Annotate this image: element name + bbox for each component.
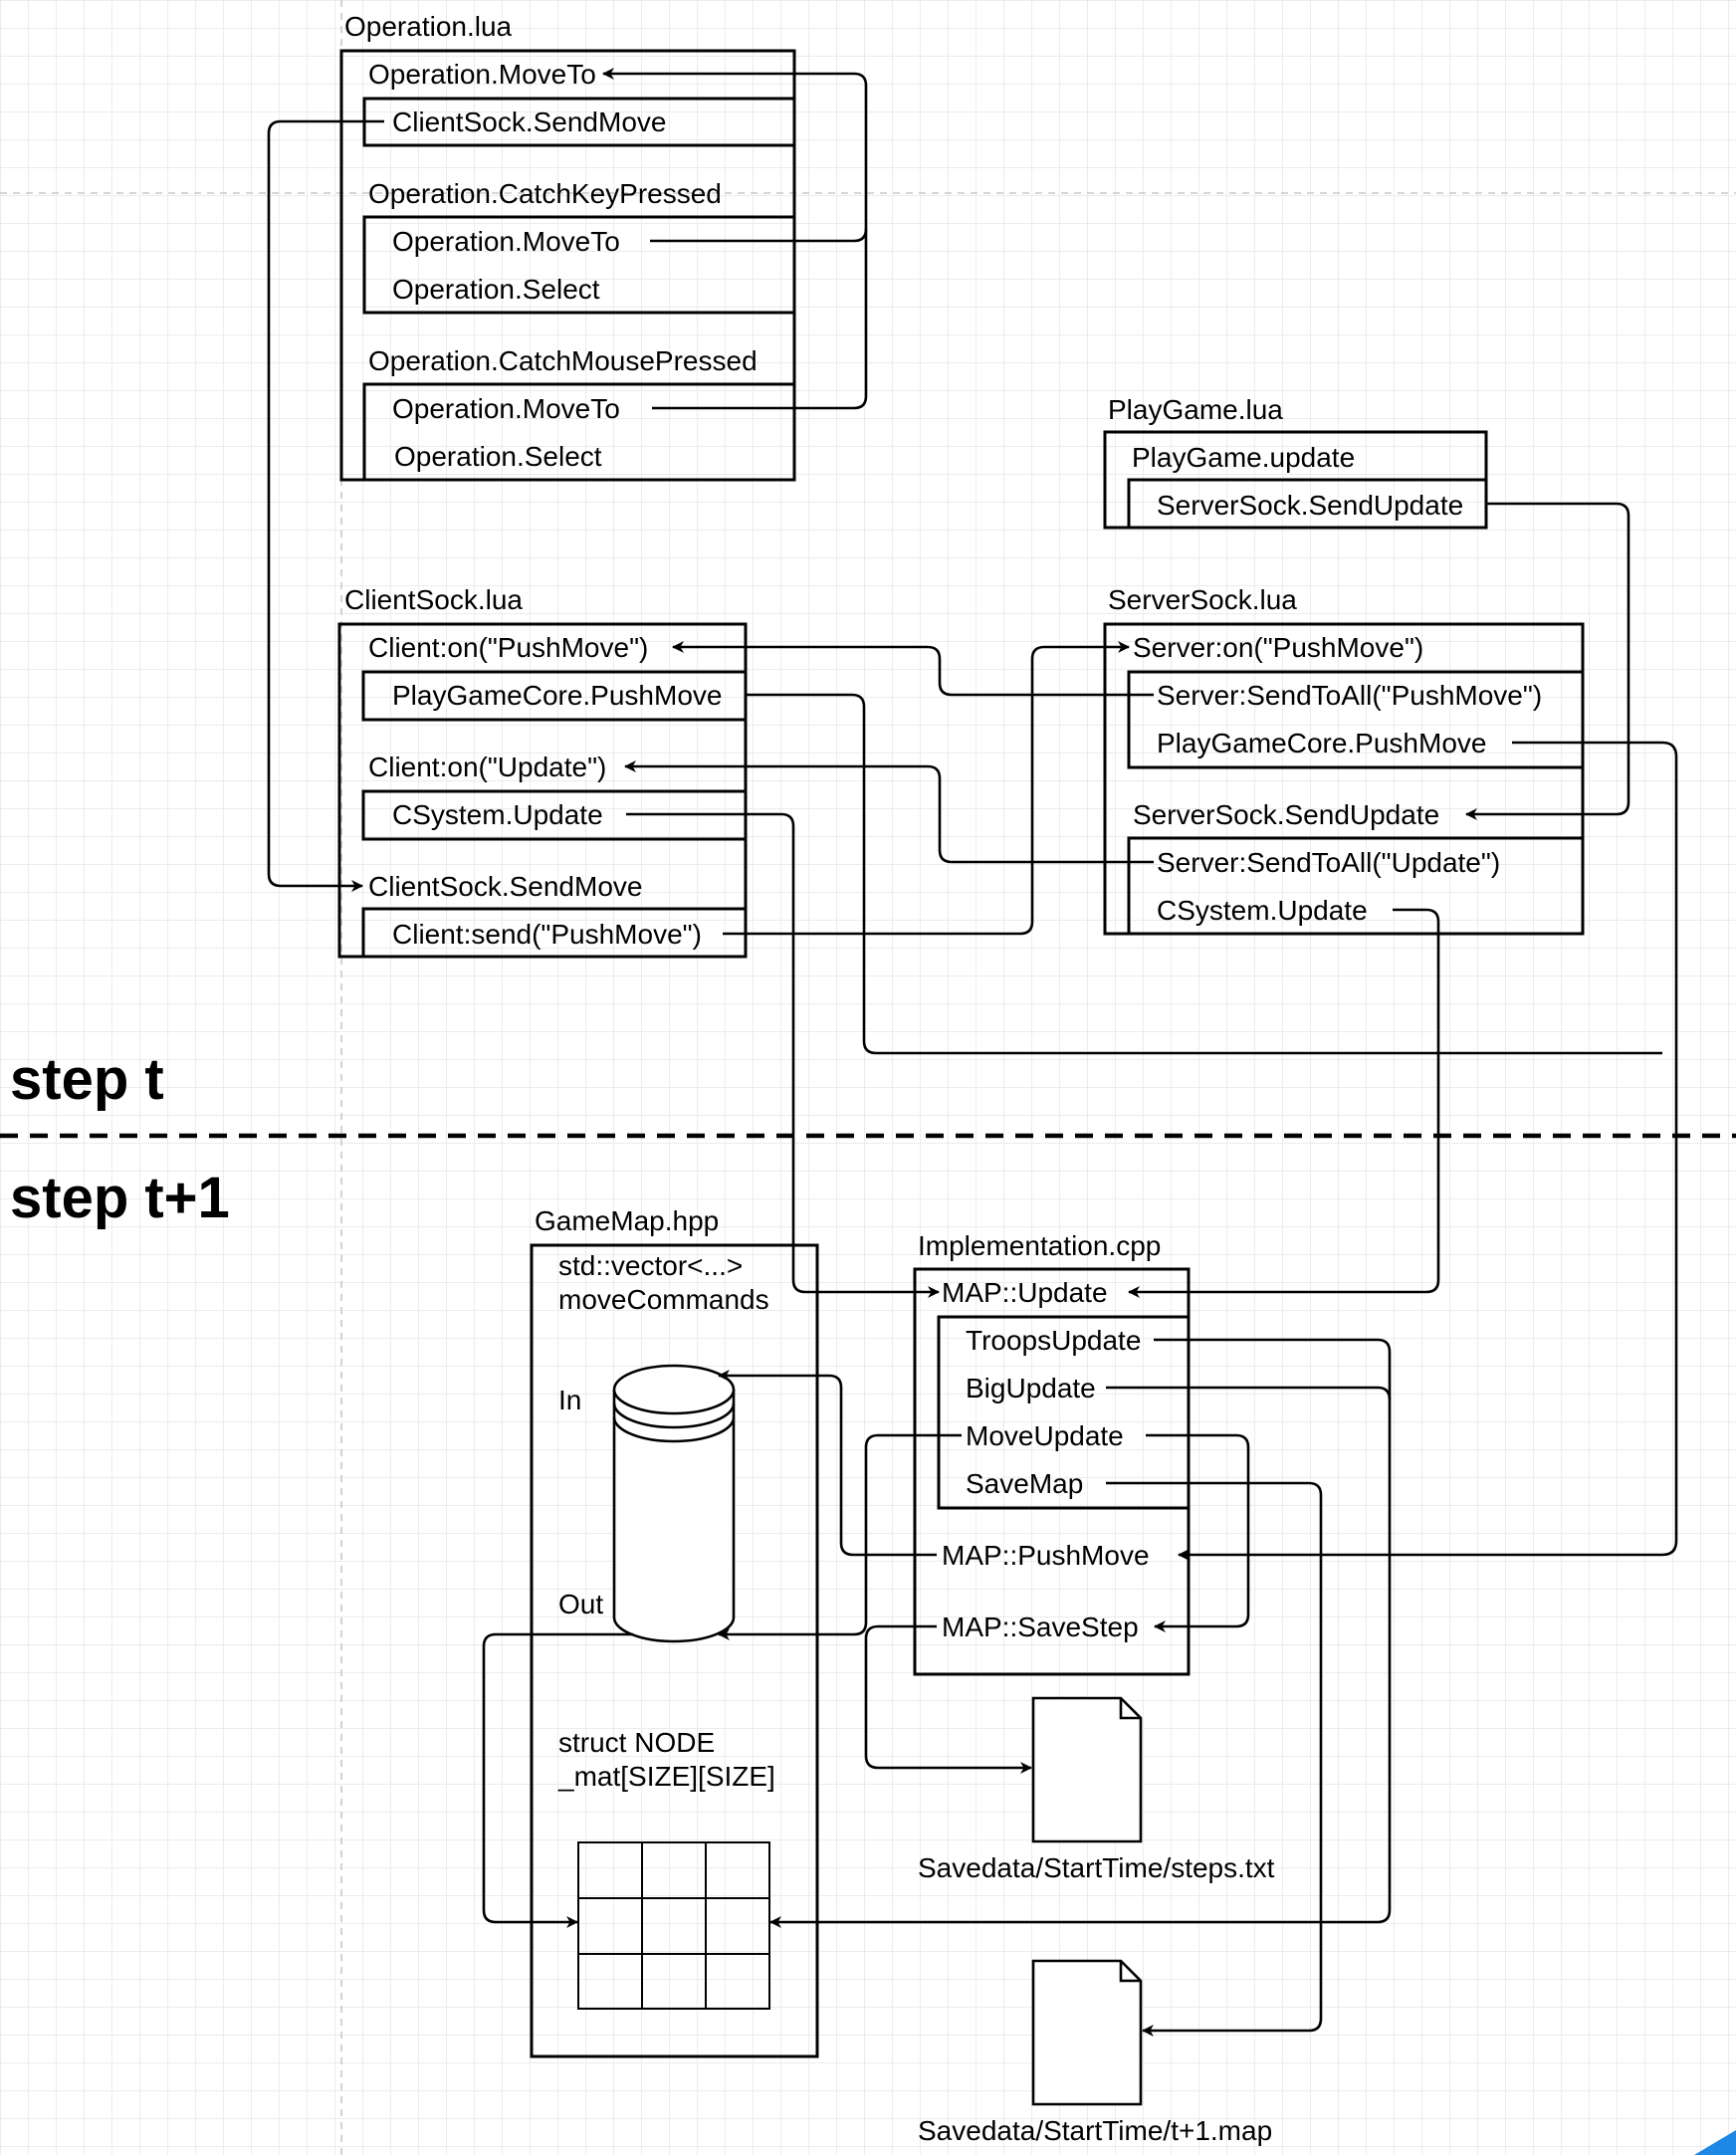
clientsock-file-title: ClientSock.lua [344, 584, 523, 615]
serversock-csystem-update-label: CSystem.Update [1157, 895, 1368, 926]
node-matrix-grid [577, 1841, 770, 2010]
troops-update-label: TroopsUpdate [966, 1325, 1141, 1356]
gamemap-file-title: GameMap.hpp [535, 1205, 719, 1236]
serversock-sendupdate-label: ServerSock.SendUpdate [1133, 799, 1439, 830]
client-send-pushmove-label: Client:send("PushMove") [392, 919, 702, 950]
playgame-update-inner-box [1127, 478, 1488, 530]
operation-clientsock-sendmove-label: ClientSock.SendMove [392, 107, 666, 137]
gamemap-movecommands-label: moveCommands [558, 1284, 769, 1315]
step-t-label: step t [10, 1047, 164, 1112]
corner-decoration-shape [1694, 2130, 1736, 2155]
server-sendtoall-update-label: Server:SendToAll("Update") [1157, 847, 1500, 878]
operation-catchmouse-inner-box [362, 382, 796, 482]
map-savestep-label: MAP::SaveStep [942, 1612, 1139, 1642]
map-file-document-icon [1031, 1959, 1143, 2106]
operation-catchkeypressed-label: Operation.CatchKeyPressed [368, 178, 722, 209]
operation-catchkey-inner-box [362, 215, 796, 315]
server-sendtoall-pushmove-label: Server:SendToAll("PushMove") [1157, 680, 1542, 711]
operation-catchmousepressed-label: Operation.CatchMousePressed [368, 345, 758, 376]
steps-file-label: Savedata/StartTime/steps.txt [918, 1852, 1275, 1883]
serversock-file-title: ServerSock.lua [1108, 584, 1297, 615]
operation-key-select-label: Operation.Select [392, 274, 600, 305]
map-pushmove-label: MAP::PushMove [942, 1540, 1150, 1571]
clientsock-playgamecore-pushmove-label: PlayGameCore.PushMove [392, 680, 722, 711]
operation-key-moveto-label: Operation.MoveTo [392, 226, 620, 257]
gamemap-struct-node-label: struct NODE [558, 1727, 715, 1758]
client-on-pushmove-label: Client:on("PushMove") [368, 632, 648, 663]
clientsock-pushmove-inner-box [361, 670, 748, 722]
implementation-file-title: Implementation.cpp [918, 1230, 1161, 1261]
map-update-label: MAP::Update [942, 1277, 1108, 1308]
gamemap-mat-label: _mat[SIZE][SIZE] [557, 1761, 775, 1792]
serversock-playgamecore-pushmove-label: PlayGameCore.PushMove [1157, 728, 1486, 758]
operation-file-title: Operation.lua [344, 11, 513, 42]
playgame-file-title: PlayGame.lua [1108, 394, 1283, 425]
gamemap-container [530, 1243, 819, 2058]
operation-moveto-label: Operation.MoveTo [368, 59, 596, 90]
operation-mouse-moveto-label: Operation.MoveTo [392, 393, 620, 424]
step-t1-label: step t+1 [10, 1166, 230, 1230]
implementation-update-inner-box [937, 1315, 1191, 1510]
serversock-pushmove-inner-box [1127, 670, 1585, 769]
gamemap-in-label: In [558, 1385, 581, 1415]
map-file-label: Savedata/StartTime/t+1.map [918, 2115, 1272, 2146]
operation-mouse-select-label: Operation.Select [394, 441, 602, 472]
clientsock-csystem-update-label: CSystem.Update [392, 799, 603, 830]
clientsock-sendmove-label: ClientSock.SendMove [368, 871, 642, 902]
steps-file-document-icon [1031, 1696, 1143, 1843]
connector-lines [267, 68, 1678, 2037]
playgame-update-label: PlayGame.update [1132, 442, 1355, 473]
move-update-label: MoveUpdate [966, 1420, 1124, 1451]
playgame-sendupdate-label: ServerSock.SendUpdate [1157, 490, 1463, 521]
save-map-label: SaveMap [966, 1468, 1083, 1499]
big-update-label: BigUpdate [966, 1373, 1096, 1403]
server-on-pushmove-label: Server:on("PushMove") [1133, 632, 1423, 663]
serversock-update-inner-box [1127, 836, 1585, 936]
movecommands-queue-cylinder [612, 1364, 736, 1643]
client-on-update-label: Client:on("Update") [368, 752, 606, 782]
gamemap-out-label: Out [558, 1589, 603, 1619]
gamemap-vector-type-label: std::vector<...> [558, 1250, 743, 1281]
